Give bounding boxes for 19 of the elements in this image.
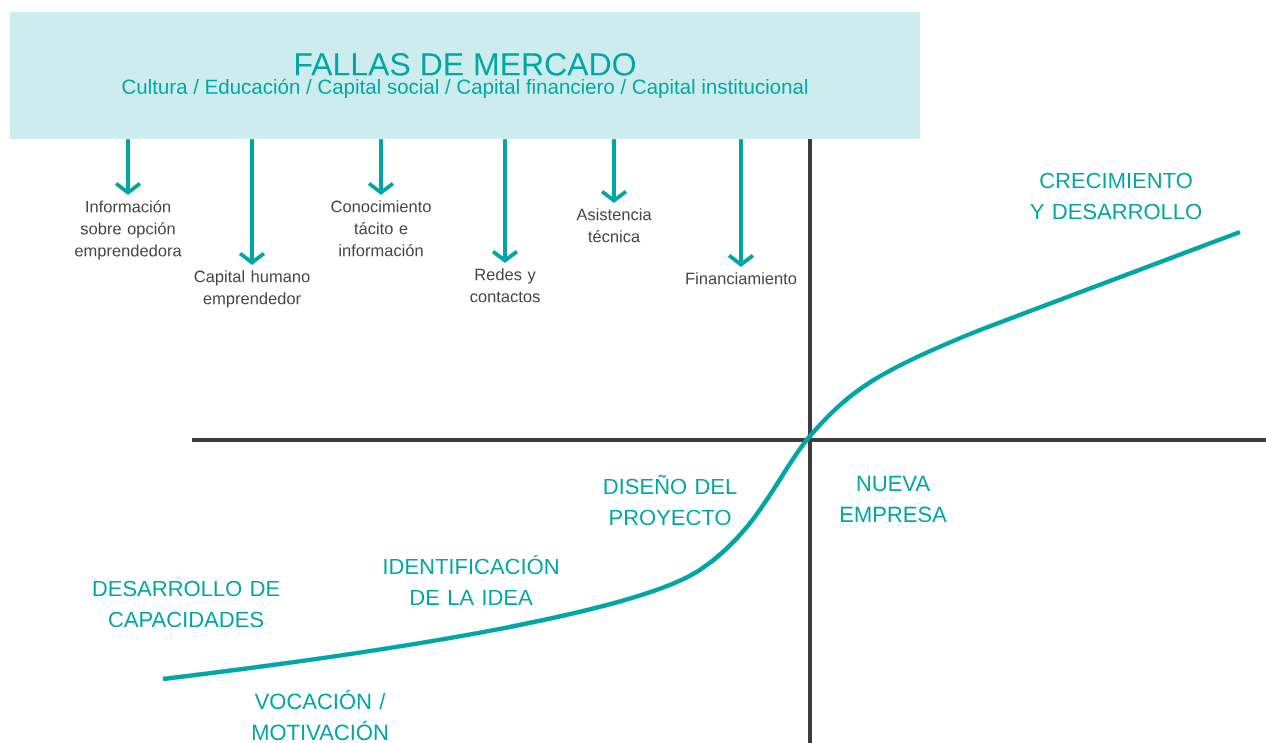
- stage-label: NUEVA EMPRESA: [841, 475, 947, 523]
- text-label: Conocimiento tácito e información: [331, 200, 431, 257]
- arrow: [367, 139, 395, 195]
- header-box: FALLAS DE MERCADO Cultura / Educación / Capital social / Capital financiero / Capital institucional: [10, 12, 920, 139]
- text-label: Redes y contactos: [470, 268, 540, 303]
- stage-label: DISEÑO DEL PROYECTO: [604, 474, 737, 526]
- text-label: Capital humano emprendedor: [194, 270, 310, 308]
- text-label: Financiamiento: [686, 272, 797, 285]
- text-label: Asistencia técnica: [576, 208, 652, 243]
- stage-label: VOCACIÓN / MOTIVACIÓN: [252, 689, 388, 741]
- arrow: [600, 139, 628, 203]
- stage-label: CRECIMIENTO Y DESARROLLO: [1030, 172, 1202, 220]
- arrow: [114, 139, 142, 195]
- stage-label: IDENTIFICACIÓN DE LA IDEA: [384, 554, 558, 606]
- arrow: [491, 139, 519, 263]
- arrow: [727, 139, 755, 267]
- stage-label: DESARROLLO DE CAPACIDADES: [93, 580, 280, 628]
- text-label: Información sobre opción emprendedora: [75, 200, 182, 260]
- arrow: [238, 139, 266, 265]
